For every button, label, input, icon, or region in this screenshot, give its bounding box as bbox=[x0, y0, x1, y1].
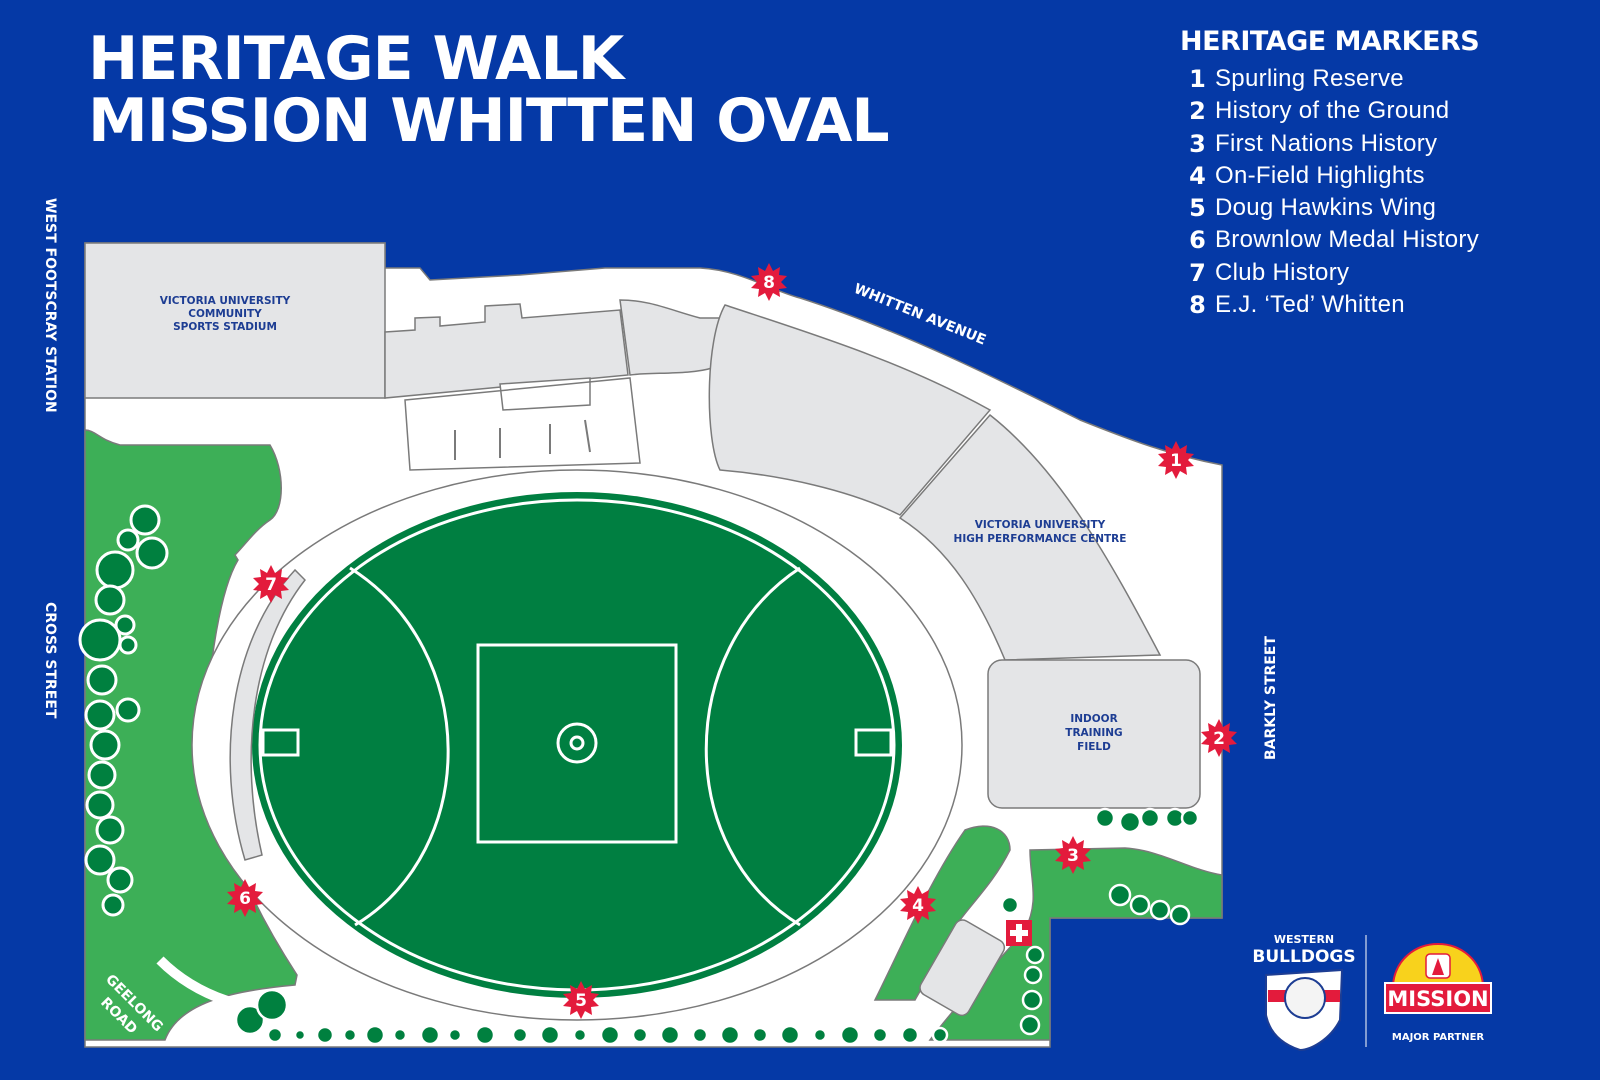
trees-east bbox=[1094, 807, 1200, 926]
svg-text:VICTORIA UNIVERSITY: VICTORIA UNIVERSITY bbox=[160, 295, 291, 307]
label-indoor-training-field: INDOOR TRAINING FIELD bbox=[1065, 713, 1122, 753]
west-stand bbox=[229, 568, 307, 861]
svg-text:WESTERN: WESTERN bbox=[1274, 933, 1334, 946]
svg-text:MAJOR PARTNER: MAJOR PARTNER bbox=[1392, 1032, 1485, 1043]
svg-text:FIELD: FIELD bbox=[1077, 741, 1111, 753]
building-medical bbox=[919, 919, 1006, 1017]
building-high-performance-centre-2 bbox=[898, 413, 1162, 661]
svg-text:BULLDOGS: BULLDOGS bbox=[1252, 947, 1355, 967]
svg-text:SPORTS STADIUM: SPORTS STADIUM bbox=[173, 321, 277, 333]
trees-west bbox=[78, 504, 169, 917]
svg-text:INDOOR: INDOOR bbox=[1070, 713, 1117, 725]
building-grandstand bbox=[384, 303, 629, 399]
marker-7[interactable]: 7 bbox=[253, 565, 289, 603]
marker-1[interactable]: 1 bbox=[1158, 441, 1194, 479]
street-west-footscray-station: WEST FOOTSCRAY STATION bbox=[42, 198, 58, 413]
marker-8[interactable]: 8 bbox=[751, 263, 787, 301]
svg-text:1: 1 bbox=[1170, 451, 1182, 471]
stand-seating bbox=[404, 377, 641, 471]
svg-text:HIGH PERFORMANCE CENTRE: HIGH PERFORMANCE CENTRE bbox=[954, 533, 1127, 545]
oval-field bbox=[252, 492, 902, 998]
marker-4[interactable]: 4 bbox=[900, 886, 936, 924]
svg-text:8: 8 bbox=[763, 273, 775, 293]
label-high-performance-centre: VICTORIA UNIVERSITY HIGH PERFORMANCE CEN… bbox=[954, 519, 1127, 545]
svg-text:4: 4 bbox=[912, 896, 924, 916]
svg-text:6: 6 bbox=[239, 889, 251, 909]
trees-south bbox=[234, 895, 1045, 1046]
centre-square bbox=[476, 643, 678, 844]
marker-5[interactable]: 5 bbox=[563, 981, 599, 1019]
svg-text:TRAINING: TRAINING bbox=[1065, 727, 1122, 739]
marker-2[interactable]: 2 bbox=[1201, 719, 1237, 757]
svg-text:7: 7 bbox=[265, 575, 277, 595]
building-high-performance-centre bbox=[708, 304, 992, 516]
first-aid-icon bbox=[1006, 920, 1032, 946]
western-bulldogs-logo: WESTERN BULLDOGS bbox=[1252, 933, 1356, 1052]
svg-text:VICTORIA UNIVERSITY: VICTORIA UNIVERSITY bbox=[975, 519, 1106, 531]
building-indoor-training-field bbox=[987, 659, 1201, 809]
svg-text:5: 5 bbox=[575, 991, 587, 1011]
title-line-2: MISSION WHITTEN OVAL bbox=[88, 86, 890, 156]
svg-text:COMMUNITY: COMMUNITY bbox=[188, 308, 262, 320]
svg-text:2: 2 bbox=[1213, 729, 1225, 749]
title-line-1: HERITAGE WALK bbox=[88, 24, 624, 94]
label-community-stadium: VICTORIA UNIVERSITY COMMUNITY SPORTS STA… bbox=[160, 295, 291, 333]
svg-text:3: 3 bbox=[1067, 846, 1079, 866]
arc-left bbox=[349, 566, 450, 927]
street-cross-street: CROSS STREET bbox=[42, 602, 58, 719]
mission-logo: MISSION MAJOR PARTNER bbox=[1384, 942, 1492, 1043]
building-community-stadium bbox=[84, 242, 386, 399]
legend-heading: HERITAGE MARKERS bbox=[1180, 26, 1480, 57]
marker-3[interactable]: 3 bbox=[1055, 836, 1091, 874]
street-barkly-street: BARKLY STREET bbox=[1263, 636, 1279, 760]
arc-right bbox=[704, 566, 801, 927]
page-title: HERITAGE WALK MISSION WHITTEN OVAL bbox=[88, 24, 890, 156]
marker-6[interactable]: 6 bbox=[227, 879, 263, 917]
svg-text:MISSION: MISSION bbox=[1387, 987, 1488, 1011]
